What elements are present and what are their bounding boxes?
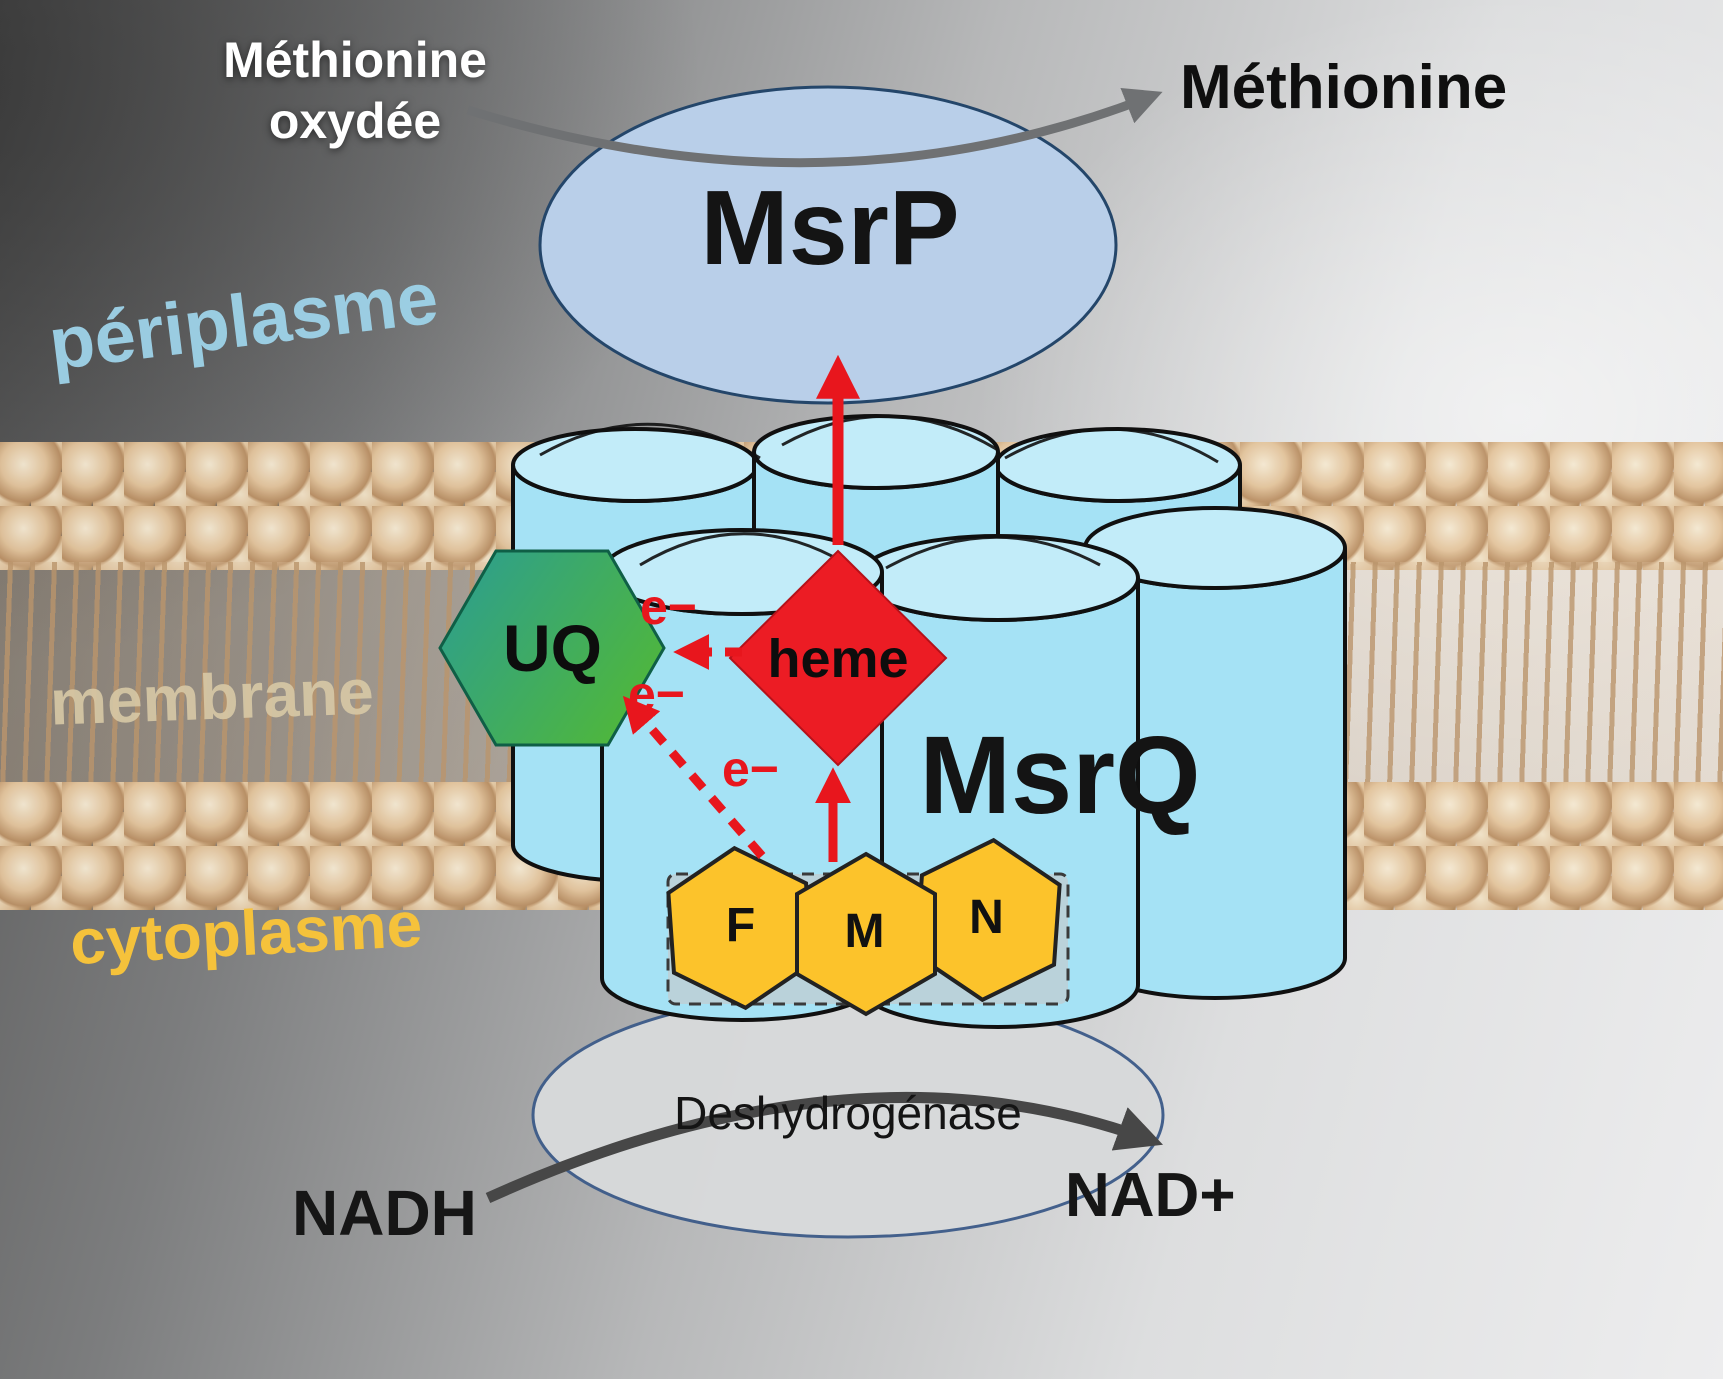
fmn-n-label: N: [969, 891, 1004, 944]
nadh-to-nad-arrow: [485, 1091, 1164, 1204]
membrane-label: membrane: [48, 655, 375, 739]
methionine-oxidized-line1: Méthionine: [223, 32, 487, 88]
fmn-hexagon-m: [795, 851, 937, 1017]
msrq-label: MsrQ: [919, 714, 1201, 837]
dehydrogenase-label: Deshydrogénase: [674, 1087, 1022, 1139]
electron-label-heme-to-uq: e−: [640, 579, 698, 635]
nadh-label: NADH: [292, 1177, 477, 1249]
methionine-label: Méthionine: [1180, 53, 1508, 122]
msrp-ellipse: [538, 85, 1118, 405]
heme-diamond: [728, 549, 948, 767]
methionine-oxidized-label: Méthionine oxydée: [185, 30, 525, 152]
methionine-reaction-arrow: [466, 88, 1163, 168]
helix-loops: [539, 414, 1219, 572]
uq-hexagon: [438, 549, 666, 747]
fmn-hexagon-n: [914, 837, 1062, 1003]
uq-label: UQ: [503, 611, 602, 685]
fmn-m-label: M: [844, 905, 885, 958]
electron-arrow-fmn-to-uq: [622, 695, 766, 859]
fmn-hexagons: [666, 837, 1062, 1017]
heme-label: heme: [767, 629, 909, 689]
msrp-label: MsrP: [700, 169, 960, 287]
electron-label-fmn-to-heme: e−: [722, 741, 780, 797]
electron-label-fmn-to-uq: e−: [628, 666, 686, 722]
nad-plus-label: NAD+: [1065, 1161, 1236, 1230]
methionine-oxidized-line2: oxydée: [268, 93, 442, 149]
fmn-hexagon-f: [666, 845, 814, 1011]
fmn-f-label: F: [725, 899, 756, 952]
